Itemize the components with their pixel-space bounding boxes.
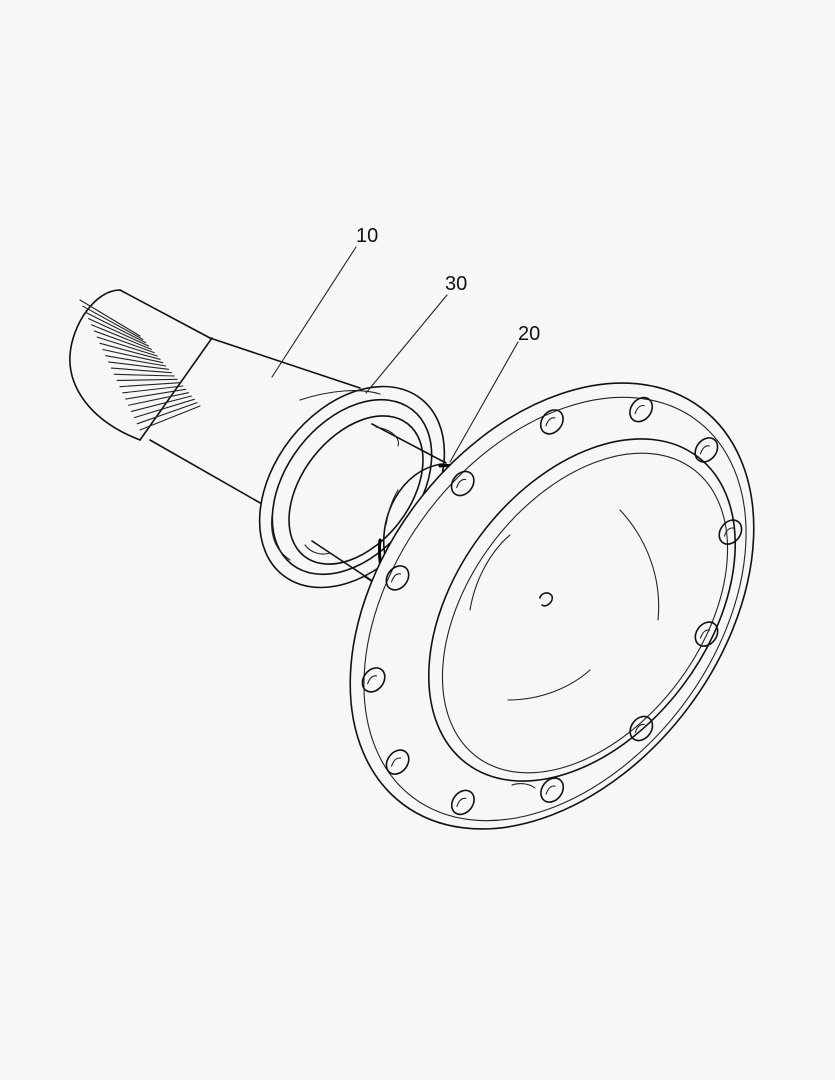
bolt-hole [540, 777, 565, 803]
wheel-flange [349, 382, 755, 830]
bolt-hole [385, 749, 410, 775]
spline-tooth [90, 324, 152, 350]
ref-numeral-30: 30 [445, 273, 467, 295]
bolt-hole-shading [699, 445, 710, 455]
spline-tooth [102, 348, 164, 364]
leader-line-20 [449, 341, 519, 463]
spline-tooth [88, 318, 150, 347]
spline-tooth [82, 305, 144, 340]
spline-tooth [110, 367, 172, 374]
spline-tooth [133, 398, 195, 419]
bolt-hole-shading [456, 797, 467, 807]
bolt-hole [450, 470, 475, 497]
bolt-hole [361, 667, 386, 693]
spline-tooth [119, 382, 181, 388]
bolt-hole-shading [390, 573, 402, 583]
spline-tooth [128, 392, 190, 406]
spline-tooth [96, 336, 158, 357]
bolt-hole-shading [634, 404, 645, 415]
bolt-hole [718, 519, 743, 545]
spline-tooth [108, 361, 170, 370]
spline-tooth [139, 405, 201, 431]
spline-tooth [136, 402, 198, 425]
bolt-hole-shading [545, 785, 556, 795]
bolt-hole-shading [391, 757, 402, 767]
splined-shaft-end [69, 289, 213, 441]
ref-numeral-10: 10 [356, 225, 378, 247]
spline-tooth [125, 388, 187, 400]
ref-numeral-20: 20 [518, 323, 540, 345]
bolt-hole [539, 409, 564, 435]
spline-tooth [105, 355, 167, 367]
bolt-hole [694, 437, 719, 463]
bolt-hole [694, 621, 719, 647]
bolt-hole-shading [723, 527, 734, 537]
bolt-hole [450, 789, 475, 816]
bolt-hole [385, 565, 410, 591]
spline-tooth [99, 342, 161, 360]
bolt-hole-shading [545, 417, 556, 427]
bolt-hole-shading [456, 478, 467, 489]
leader-line-10 [271, 246, 357, 378]
leader-line-30 [365, 294, 448, 394]
spline-tooth [93, 330, 155, 354]
bolt-hole [629, 396, 654, 423]
spline-tooth [79, 299, 141, 337]
spline-tooth [122, 385, 184, 394]
bolt-hole-shading [634, 723, 645, 734]
bolt-hole-shading [699, 629, 711, 639]
bolt-hole-shading [367, 675, 378, 685]
spline-tooth [116, 378, 178, 382]
spline-tooth [85, 311, 147, 344]
reference-labels: 10 30 20 [271, 225, 540, 463]
spline-tooth [130, 395, 192, 412]
bolt-hole [629, 715, 654, 742]
spline-tooth [113, 373, 175, 377]
